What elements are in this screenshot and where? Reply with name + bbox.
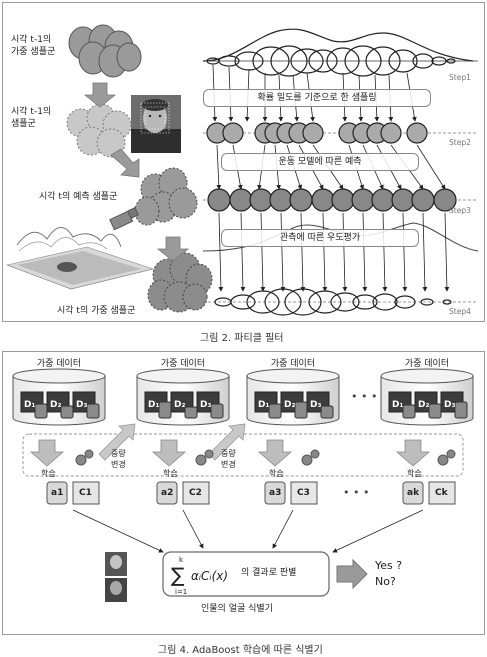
step1-weighted-particles: [206, 45, 456, 77]
learn-label-k: 학습: [407, 469, 422, 478]
step2-label: Step2: [449, 138, 471, 147]
c-label-3: C3: [297, 488, 310, 498]
classifier-label: 인물의 얼굴 식별기: [201, 604, 273, 614]
svg-text:D₂: D₂: [418, 400, 429, 410]
adaboost-figure: D₁ D₂ D₃ D₁ D₂ D₃ D₁ D₂ D₃ D₁ D₂ D₃: [2, 351, 485, 635]
density-curve-top: [202, 28, 474, 62]
weighted-sample-cluster-t-minus-1: [68, 24, 142, 78]
face-photo: [131, 95, 181, 153]
step4-weighted-particles: [214, 288, 452, 316]
c-label-1: C1: [79, 488, 92, 498]
formula-term: αᵢCᵢ(x): [191, 569, 228, 583]
step3-label: Step3: [449, 206, 471, 215]
adaboost-diagram: D₁ D₂ D₃ D₁ D₂ D₃ D₁ D₂ D₃ D₁ D₂ D₃: [12, 368, 474, 602]
learn-label-1: 학습: [41, 469, 56, 478]
svg-text:D₃: D₃: [200, 400, 211, 410]
label-t-weighted: 시각 t의 가중 샘플군: [57, 306, 136, 316]
alpha-label-k: ak: [407, 488, 420, 498]
svg-text:D₃: D₃: [76, 400, 87, 410]
alpha-label-3: a3: [269, 488, 282, 498]
step1-label: Step1: [449, 73, 471, 82]
strong-classifier-box: [162, 551, 330, 597]
step3-predicted-particles: [207, 188, 457, 212]
c-label-2: C2: [189, 488, 202, 498]
predicted-sample-cluster: [134, 167, 198, 226]
svg-text:D₁: D₁: [258, 400, 269, 410]
svg-text:k: k: [179, 556, 184, 564]
c-label-k: Ck: [435, 488, 448, 498]
camera-icon: [109, 207, 139, 231]
resample-step-box: 확률 밀도를 기준으로 한 샘플링: [203, 89, 431, 107]
svg-text:D₁: D₁: [392, 400, 403, 410]
svg-text:D₂: D₂: [284, 400, 295, 410]
learn-label-3: 학습: [269, 469, 284, 478]
alpha-jars: [46, 481, 424, 505]
svg-text:D₂: D₂: [174, 400, 185, 410]
weighted-sample-cluster-t: [147, 252, 213, 313]
weight-change-2a: 중량: [221, 449, 236, 458]
alpha-label-1: a1: [51, 488, 64, 498]
gear-icon: [75, 449, 456, 466]
training-region: [22, 433, 464, 477]
weight-jars: [34, 401, 468, 419]
svg-text:D₂: D₂: [50, 400, 61, 410]
svg-text:D₁: D₁: [148, 400, 159, 410]
output-arrow: [336, 558, 368, 590]
particle-filter-figure: 시각 t-1의 가중 샘플군 시각 t-1의 샘플군 시각 t의 예측 샘플군 …: [2, 2, 485, 322]
figure4-caption: 그림 4. AdaBoost 학습에 따른 식별기: [158, 645, 323, 656]
label-t1-weighted-line1: 시각 t-1의: [11, 35, 52, 45]
ellipsis-bottom: • • •: [343, 486, 370, 499]
sum-symbol: ∑: [171, 563, 185, 587]
ellipsis-top: • • •: [351, 390, 378, 403]
motion-model-box: 운동 모델에 따른 예측: [221, 153, 419, 171]
weight-change-2b: 변경: [221, 460, 236, 469]
observation-box: 관측에 따른 우도평가: [221, 229, 419, 247]
likelihood-surface-plot: [5, 227, 155, 290]
label-t-predicted: 시각 t의 예측 샘플군: [39, 192, 118, 202]
learn-label-2: 학습: [163, 469, 178, 478]
classifier-boxes: [72, 481, 456, 505]
svg-text:D₃: D₃: [310, 400, 321, 410]
db3-title: 가중 데이터: [270, 359, 316, 369]
label-t1-weighted-line2: 가중 샘플군: [11, 47, 56, 57]
output-yes: Yes ?: [375, 559, 403, 572]
step4-label: Step4: [449, 307, 471, 316]
step2-resampled-particles: [206, 122, 428, 144]
figure2-caption: 그림 2. 파티클 필터: [200, 333, 284, 344]
label-t1-samples-line1: 시각 t-1의: [11, 107, 52, 117]
dbk-title: 가중 데이터: [404, 359, 450, 369]
formula-tail: 의 결과로 판별: [241, 568, 297, 578]
d1-label: D₁: [24, 400, 35, 410]
db1-title: 가중 데이터: [36, 359, 82, 369]
weight-change-1a: 중량: [111, 449, 126, 458]
label-t1-samples-line2: 샘플군: [11, 119, 36, 129]
face-thumbnails: [105, 552, 127, 602]
particle-filter-diagram: [5, 24, 479, 316]
alpha-label-2: a2: [161, 488, 174, 498]
svg-text:i=1: i=1: [175, 588, 187, 596]
db2-title: 가중 데이터: [160, 359, 206, 369]
svg-text:D₃: D₃: [444, 400, 455, 410]
weight-change-1b: 변경: [111, 460, 126, 469]
output-no: No?: [375, 575, 396, 588]
